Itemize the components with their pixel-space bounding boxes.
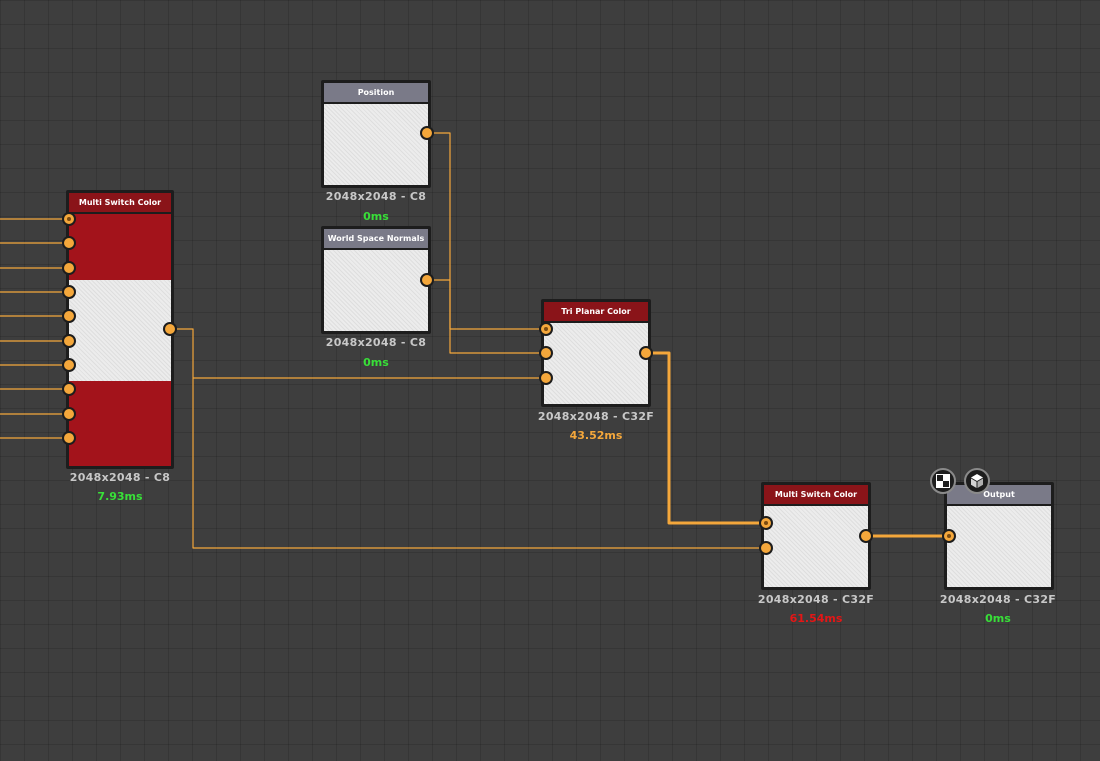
input-port[interactable]: [62, 334, 76, 348]
input-port[interactable]: [539, 371, 553, 385]
node-resolution-label: 2048x2048 - C32F: [939, 593, 1057, 606]
node-preview: [324, 250, 428, 331]
node-title: Position: [324, 83, 428, 102]
node-title: World Space Normals: [324, 229, 428, 248]
node-title: Multi Switch Color: [69, 193, 171, 212]
node-timing-label: 7.93ms: [97, 490, 143, 503]
preview-red-band-top: [69, 214, 171, 280]
node-preview: [69, 214, 171, 466]
input-port[interactable]: [759, 541, 773, 555]
checker-icon: [936, 474, 950, 488]
node-resolution-label: 2048x2048 - C8: [325, 336, 427, 349]
node-timing-label: 0ms: [363, 356, 389, 369]
input-port[interactable]: [62, 358, 76, 372]
output-port[interactable]: [163, 322, 177, 336]
wire: [427, 279, 546, 354]
node-timing-label: 0ms: [363, 210, 389, 223]
wire: [646, 351, 766, 525]
node-preview: [947, 506, 1051, 587]
input-port[interactable]: [62, 236, 76, 250]
output-port[interactable]: [639, 346, 653, 360]
output-port[interactable]: [859, 529, 873, 543]
output-port[interactable]: [420, 126, 434, 140]
node-timing-label: 61.54ms: [789, 612, 843, 625]
input-port[interactable]: [62, 382, 76, 396]
wire: [427, 132, 546, 330]
node-multi-switch-color-left[interactable]: Multi Switch Color: [66, 190, 174, 469]
input-port[interactable]: [62, 261, 76, 275]
cube-icon: [971, 474, 983, 488]
node-multi-switch-color-right[interactable]: Multi Switch Color: [761, 482, 871, 590]
input-port[interactable]: [62, 407, 76, 421]
output-port[interactable]: [420, 273, 434, 287]
input-port[interactable]: [62, 309, 76, 323]
input-port[interactable]: [62, 212, 76, 226]
wire: [192, 378, 766, 549]
node-preview: [764, 506, 868, 587]
node-title: Output: [947, 485, 1051, 504]
node-title: Multi Switch Color: [764, 485, 868, 504]
input-port[interactable]: [62, 285, 76, 299]
input-port[interactable]: [539, 346, 553, 360]
input-port[interactable]: [539, 322, 553, 336]
input-port[interactable]: [62, 431, 76, 445]
node-timing-label: 0ms: [985, 612, 1011, 625]
node-resolution-label: 2048x2048 - C8: [325, 190, 427, 203]
node-resolution-label: 2048x2048 - C32F: [757, 593, 875, 606]
node-timing-label: 43.52ms: [569, 429, 623, 442]
checker-preview-button[interactable]: [930, 468, 956, 494]
node-position[interactable]: Position: [321, 80, 431, 188]
input-port[interactable]: [942, 529, 956, 543]
node-resolution-label: 2048x2048 - C32F: [537, 410, 655, 423]
node-preview: [544, 323, 648, 404]
node-preview: [324, 104, 428, 185]
input-port[interactable]: [759, 516, 773, 530]
node-world-space-normals[interactable]: World Space Normals: [321, 226, 431, 334]
wire: [170, 328, 546, 379]
3d-preview-button[interactable]: [964, 468, 990, 494]
node-resolution-label: 2048x2048 - C8: [69, 471, 171, 484]
node-output[interactable]: Output: [944, 482, 1054, 590]
preview-red-band-bottom: [69, 381, 171, 466]
node-title: Tri Planar Color: [544, 302, 648, 321]
node-tri-planar-color[interactable]: Tri Planar Color: [541, 299, 651, 407]
